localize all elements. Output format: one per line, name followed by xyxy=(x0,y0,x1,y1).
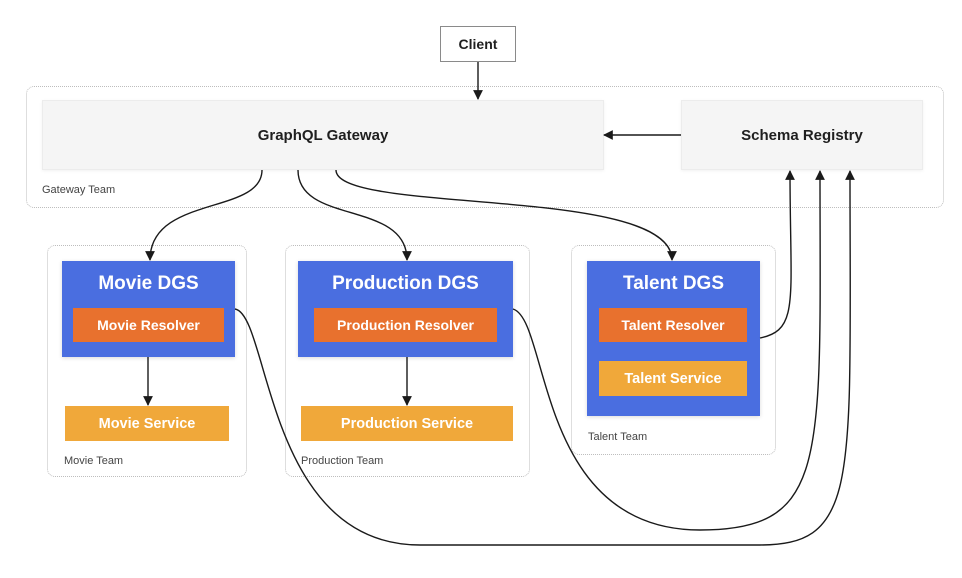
production-team-box xyxy=(285,245,530,477)
movie-dgs-node: Movie DGS Movie Resolver xyxy=(62,261,235,357)
production-team-label: Production Team xyxy=(301,455,384,467)
graphql-gateway-node: GraphQL Gateway xyxy=(42,100,604,170)
gateway-team-label: Gateway Team xyxy=(42,184,116,196)
movie-service-node: Movie Service xyxy=(65,406,229,441)
movie-team-box xyxy=(47,245,247,477)
talent-dgs-title: Talent DGS xyxy=(623,273,724,294)
talent-team-box xyxy=(571,245,776,455)
production-dgs-node: Production DGS Production Resolver xyxy=(298,261,513,357)
production-resolver-node: Production Resolver xyxy=(314,308,497,342)
talent-team-label: Talent Team xyxy=(588,431,648,443)
schema-registry-node: Schema Registry xyxy=(681,100,923,170)
movie-team-label: Movie Team xyxy=(64,455,124,467)
gateway-to-talent-dgs-arrow xyxy=(335,169,677,261)
movie-resolver-node: Movie Resolver xyxy=(73,308,224,342)
production-resolver-to-registry-arrow xyxy=(512,170,825,531)
gateway-team-box xyxy=(26,86,944,208)
movie-dgs-title: Movie DGS xyxy=(98,273,199,294)
gateway-to-movie-dgs-arrow xyxy=(145,169,263,261)
production-dgs-title: Production DGS xyxy=(332,273,479,294)
talent-resolver-node: Talent Resolver xyxy=(599,308,747,342)
talent-service-node: Talent Service xyxy=(599,361,747,396)
production-service-node: Production Service xyxy=(301,406,513,441)
talent-resolver-to-registry-arrow xyxy=(759,170,795,339)
movie-resolver-to-registry-arrow xyxy=(234,170,855,546)
gateway-to-production-dgs-arrow xyxy=(297,169,412,261)
client-node: Client xyxy=(440,26,516,62)
talent-dgs-node: Talent DGS Talent Resolver Talent Servic… xyxy=(587,261,760,416)
